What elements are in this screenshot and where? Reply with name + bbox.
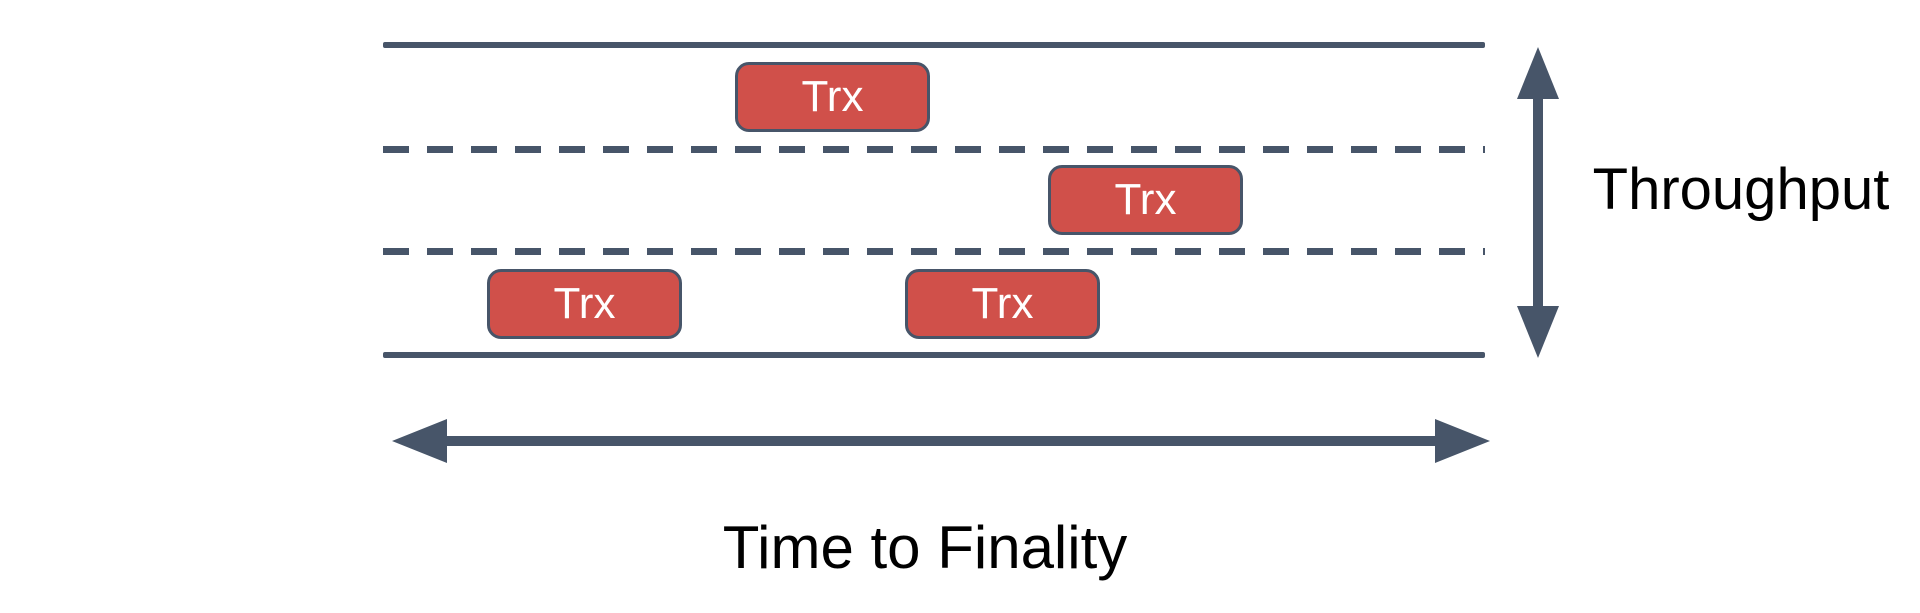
road-bottom-boundary — [383, 352, 1485, 358]
time-to-finality-arrow-shaft — [440, 436, 1442, 446]
road-lane-divider-1 — [383, 146, 1485, 153]
road-top-boundary — [383, 42, 1485, 48]
trx-box-bottom-lane-right: Trx — [905, 269, 1100, 339]
throughput-arrow-shaft — [1533, 93, 1543, 312]
trx-box-bottom-lane-left: Trx — [487, 269, 682, 339]
trx-label: Trx — [1114, 175, 1177, 224]
arrow-left-head-icon — [392, 419, 447, 463]
arrow-up-head-icon — [1517, 47, 1559, 99]
arrow-down-head-icon — [1517, 306, 1559, 358]
trx-label: Trx — [971, 279, 1034, 328]
trx-label: Trx — [801, 72, 864, 121]
time-to-finality-label: Time to Finality — [722, 513, 1128, 581]
trx-box-top-lane: Trx — [735, 62, 930, 132]
trx-box-middle-lane: Trx — [1048, 165, 1243, 235]
road-lane-divider-2 — [383, 248, 1485, 255]
arrow-right-head-icon — [1435, 419, 1490, 463]
throughput-arrow — [1517, 47, 1559, 358]
throughput-label: Throughput — [1592, 156, 1890, 222]
trx-label: Trx — [553, 279, 616, 328]
time-to-finality-arrow — [392, 419, 1490, 463]
